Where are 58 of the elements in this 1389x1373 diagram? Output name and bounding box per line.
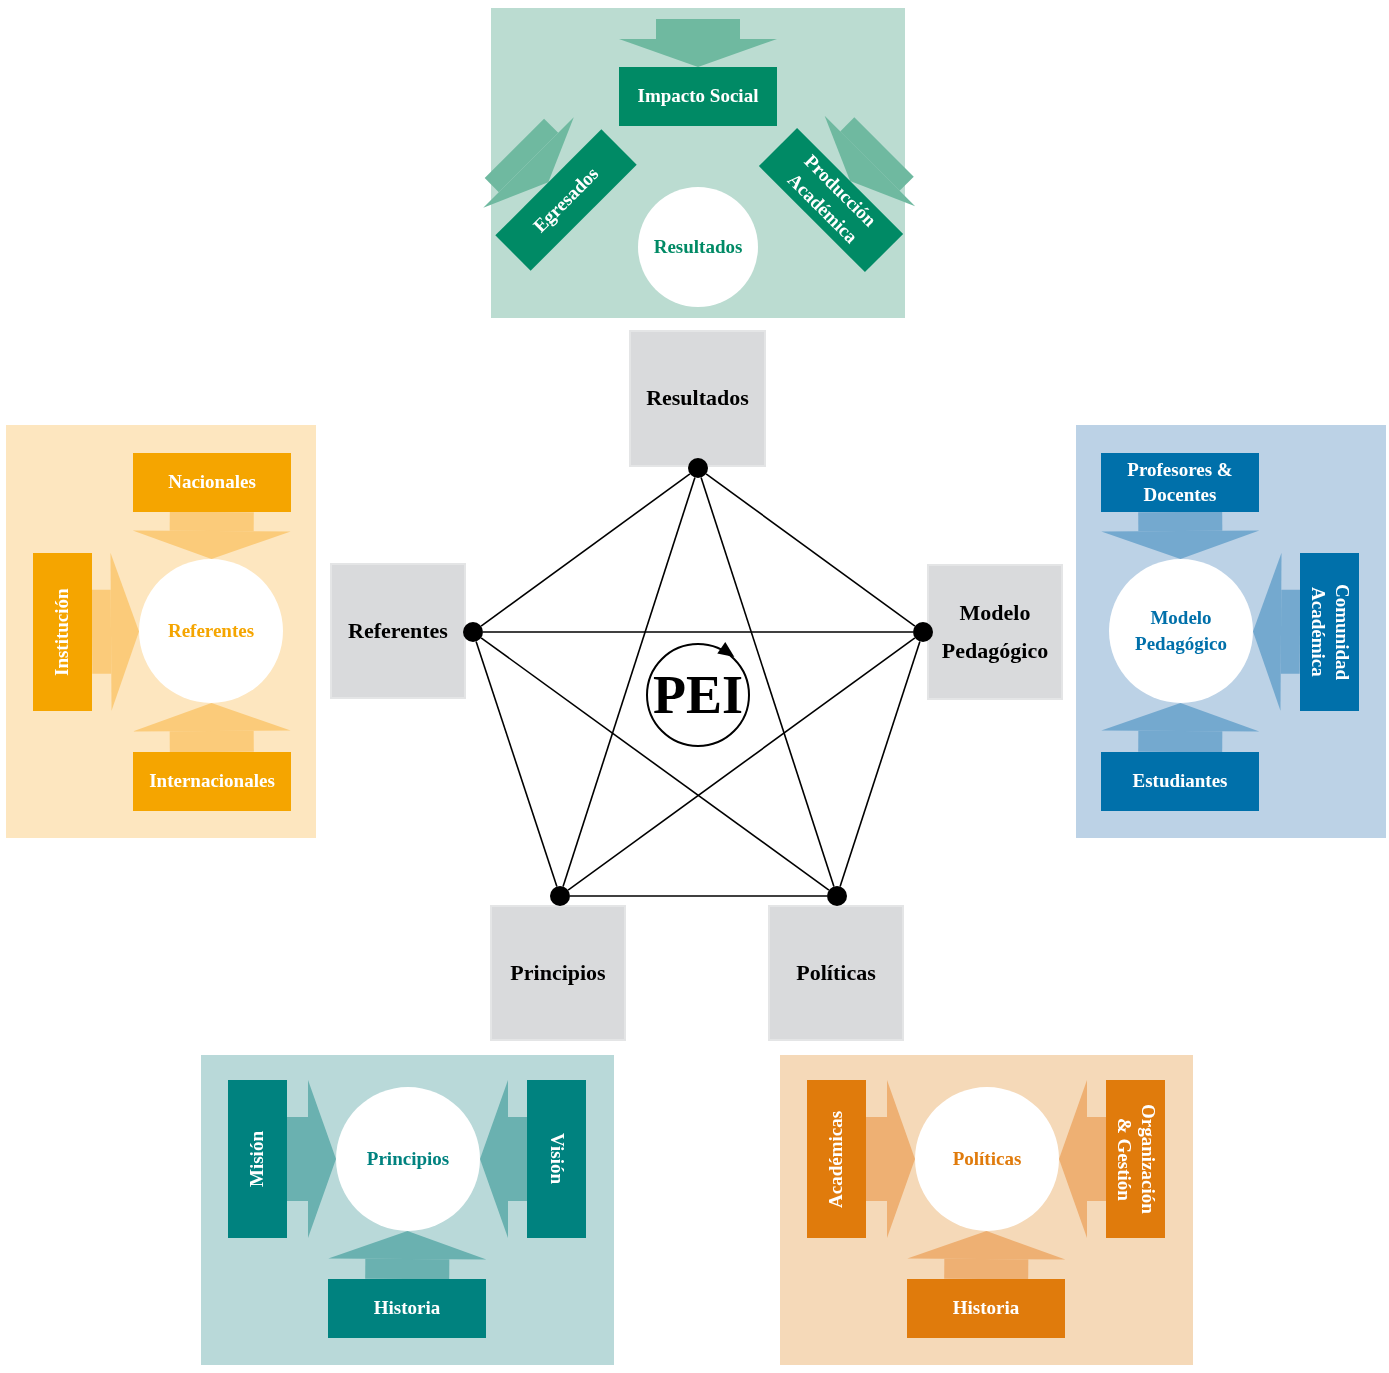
block-arrow — [824, 115, 916, 207]
hub-circle: Principios — [336, 1087, 480, 1231]
block-arrow — [1059, 1080, 1106, 1238]
panel-background — [491, 8, 905, 318]
vertex-box: Políticas — [768, 905, 904, 1041]
vertex-box: Referentes — [330, 563, 466, 699]
connector-line — [480, 473, 691, 627]
connector-line — [705, 473, 916, 627]
block-arrow — [866, 1080, 915, 1238]
vertex-box: Principios — [490, 905, 626, 1041]
hub-circle: Resultados — [638, 187, 758, 307]
label-box: Misión — [228, 1080, 287, 1238]
panel-background — [780, 1055, 1193, 1365]
label-box: Visión — [527, 1080, 586, 1238]
connector-line — [839, 640, 921, 888]
connector-line — [482, 631, 914, 633]
label-box: Comunidad Académica — [1300, 553, 1359, 711]
label-box: Profesores & Docentes — [1101, 453, 1259, 512]
label-box: Historia — [907, 1279, 1065, 1338]
connector-line — [567, 637, 916, 891]
vertex-box: Resultados — [629, 330, 766, 467]
connector-line — [480, 637, 830, 891]
block-arrow — [480, 1080, 527, 1238]
vertex-dot — [550, 886, 570, 906]
block-arrow — [1101, 703, 1260, 753]
vertex-box: Modelo Pedagógico — [927, 564, 1063, 700]
panel-background — [201, 1055, 614, 1365]
connector-line — [700, 476, 835, 888]
panel-background — [6, 425, 316, 838]
vertex-dot — [463, 622, 483, 642]
center-circle: PEI — [646, 643, 750, 747]
block-arrow — [1253, 552, 1301, 711]
label-box: Impacto Social — [619, 67, 777, 126]
block-arrow — [328, 1231, 487, 1280]
block-arrow — [907, 1231, 1066, 1280]
vertex-dot — [913, 622, 933, 642]
hub-circle: Modelo Pedagógico — [1109, 559, 1253, 703]
label-box: Académicas — [807, 1080, 866, 1238]
label-box: Internacionales — [133, 752, 291, 811]
block-arrow — [132, 703, 291, 753]
label-box: Organización & Gestión — [1106, 1080, 1165, 1238]
panel-background — [1076, 425, 1386, 838]
block-arrow — [132, 511, 291, 559]
label-box: Institución — [33, 553, 92, 711]
hub-circle: Políticas — [915, 1087, 1059, 1231]
hub-circle: Referentes — [139, 559, 283, 703]
label-box: Estudiantes — [1101, 752, 1259, 811]
label-box: Nacionales — [133, 453, 291, 512]
connector-line — [569, 895, 828, 897]
block-arrow — [1101, 511, 1260, 559]
connector-line — [475, 640, 558, 888]
block-arrow — [91, 552, 139, 711]
block-arrow — [619, 19, 777, 67]
vertex-dot — [827, 886, 847, 906]
connector-line — [562, 476, 696, 888]
block-arrow — [287, 1080, 336, 1238]
label-box: Historia — [328, 1279, 486, 1338]
block-arrow — [483, 117, 574, 208]
